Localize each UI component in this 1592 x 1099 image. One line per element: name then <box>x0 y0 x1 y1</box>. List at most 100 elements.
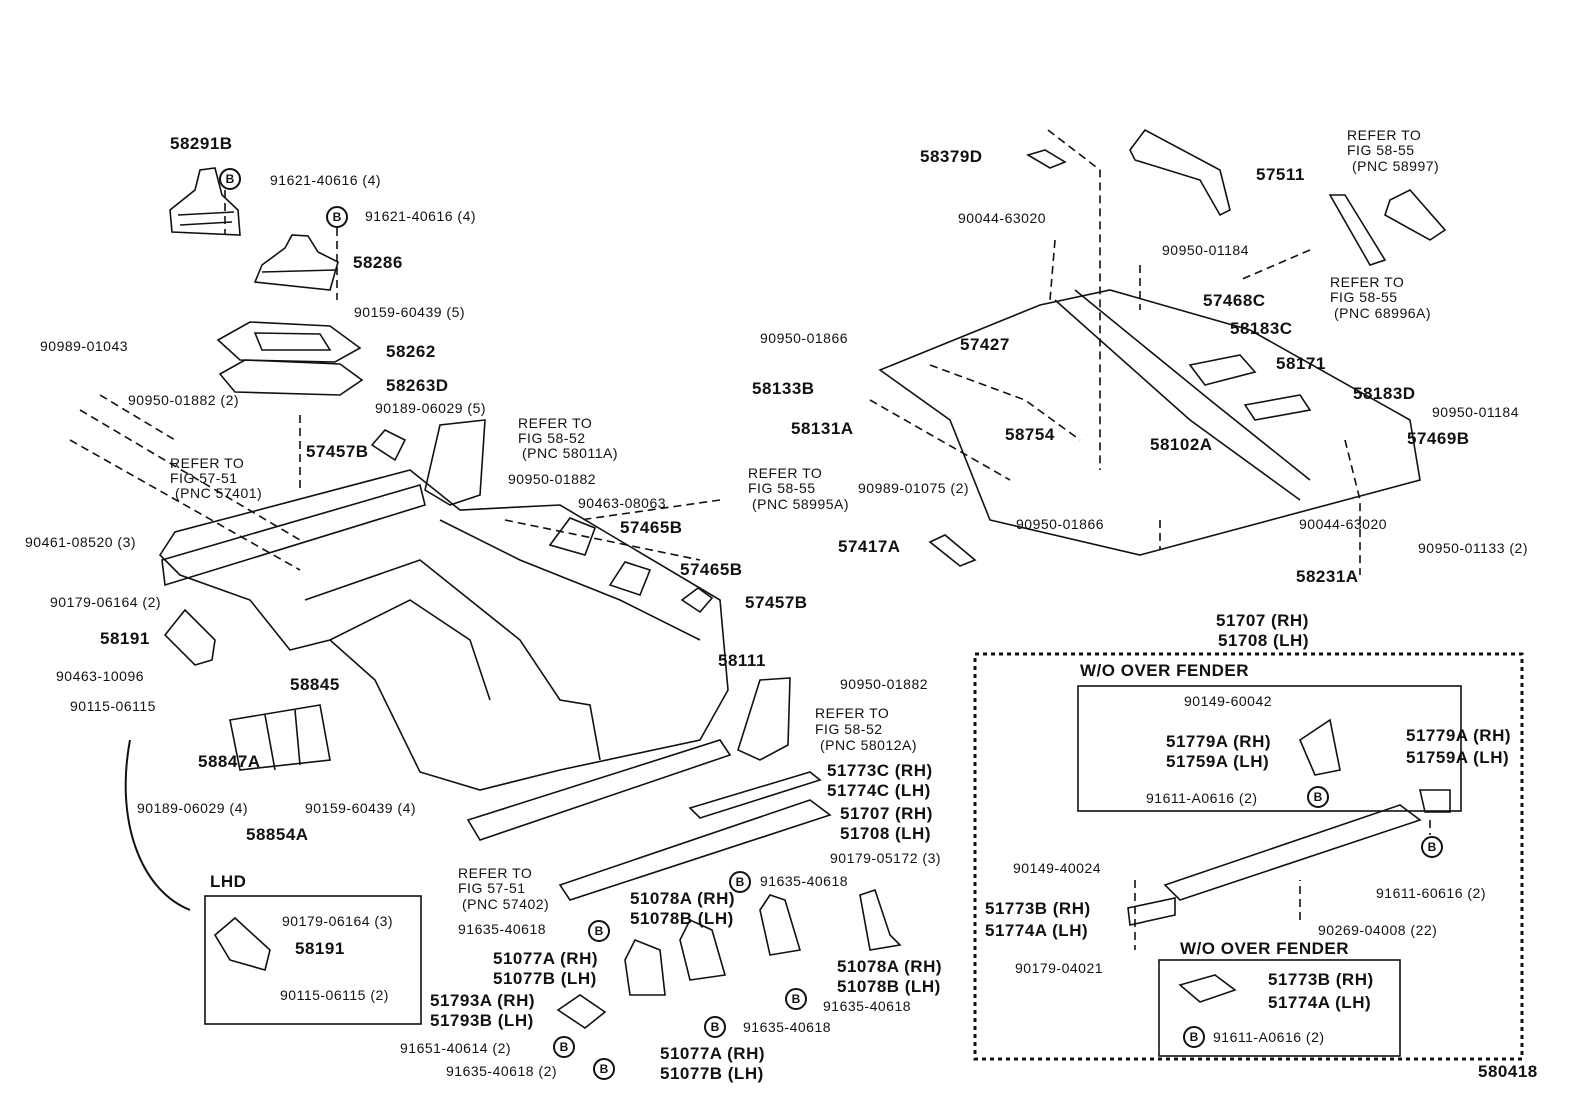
part-callout: 51759A (LH) <box>1166 752 1270 771</box>
part-callout: 51707 (RH) <box>1216 611 1309 630</box>
bolt-marker-icon: B <box>1183 1026 1205 1048</box>
part-callout: FIG 58-55 <box>1330 289 1398 305</box>
brace-58011A <box>424 419 486 506</box>
part-callout: LHD <box>210 872 247 891</box>
part-callout: 57465B <box>620 518 683 537</box>
crossmember-58171 <box>1054 289 1311 501</box>
bracket-57511 <box>1129 128 1231 217</box>
bracket-58379D <box>1026 149 1067 169</box>
brace-58012A <box>737 677 791 761</box>
part-callout: 57465B <box>680 560 743 579</box>
part-callout: FIG 57-51 <box>170 470 238 486</box>
part-callout: 58183D <box>1353 384 1416 403</box>
bracket-51077A <box>624 918 727 996</box>
floor-pan-58111 <box>158 469 729 791</box>
part-callout: 58754 <box>1005 425 1055 444</box>
part-callout: 51779A (RH) <box>1406 726 1512 745</box>
part-callout: 51793A (RH) <box>430 991 536 1010</box>
part-callout: 51078A (RH) <box>630 889 736 908</box>
lhd-bracket-58191 <box>213 916 271 971</box>
part-callout: 91611-60616 (2) <box>1376 885 1486 901</box>
part-callout: 90950-01184 <box>1432 404 1519 420</box>
side-member-left <box>161 483 426 587</box>
part-callout: 51077B (LH) <box>660 1064 764 1083</box>
lhd-box <box>204 895 422 1025</box>
part-callout: 51077A (RH) <box>493 949 599 968</box>
part-callout: 57468C <box>1203 291 1266 310</box>
part-callout: REFER TO <box>815 705 890 721</box>
bolt-marker-icon: B <box>553 1036 575 1058</box>
part-callout: 90189-06029 (5) <box>375 400 487 416</box>
part-callout: 51774A (LH) <box>1268 993 1372 1012</box>
part-callout: 91621-40616 (4) <box>365 208 477 224</box>
part-callout: 51759A (LH) <box>1406 748 1510 767</box>
part-callout: 51774C (LH) <box>827 781 931 800</box>
part-callout: 90461-08520 (3) <box>25 534 137 550</box>
part-callout: (PNC 58997) <box>1352 158 1440 174</box>
part-callout: 90179-04021 <box>1015 960 1104 976</box>
part-callout: 90159-60439 (5) <box>354 304 466 320</box>
part-callout: 90115-06115 (2) <box>280 987 389 1003</box>
part-callout: 90950-01866 <box>760 330 849 346</box>
part-callout: 58854A <box>246 825 309 844</box>
part-callout: 91611-A0616 (2) <box>1146 790 1258 806</box>
cover-58263D <box>218 359 364 396</box>
part-callout: 90950-01133 (2) <box>1418 540 1528 556</box>
part-callout: 51708 (LH) <box>840 824 931 843</box>
part-callout: 91651-40614 (2) <box>400 1040 512 1056</box>
part-callout: 91621-40616 (4) <box>270 172 382 188</box>
part-callout: 58263D <box>386 376 449 395</box>
part-callout: REFER TO <box>748 465 823 481</box>
part-callout: 51773C (RH) <box>827 761 933 780</box>
part-callout: 51077B (LH) <box>493 969 597 988</box>
pad-51773B <box>1178 974 1237 1003</box>
part-callout: 58847A <box>198 752 261 771</box>
reinforcement-58183 <box>1188 354 1312 421</box>
part-callout: 57511 <box>1256 165 1305 184</box>
part-callout: 91611-A0616 (2) <box>1213 1029 1325 1045</box>
part-callout: 90950-01866 <box>1016 516 1105 532</box>
bracket-57457B <box>370 429 714 614</box>
part-callout: 51773B (RH) <box>985 899 1091 918</box>
bolt-marker-icon: B <box>704 1016 726 1038</box>
bolt-marker-icon: B <box>1421 836 1443 858</box>
bracket-57465B <box>548 517 652 596</box>
part-callout: (PNC 58011A) <box>522 445 619 461</box>
part-callout: 90463-10096 <box>56 668 145 684</box>
part-callout: 58191 <box>295 939 345 958</box>
part-callout: 58262 <box>386 342 436 361</box>
part-callout: 57457B <box>306 442 369 461</box>
part-callout: W/O OVER FENDER <box>1180 939 1350 958</box>
part-callout: 90463-08063 <box>578 495 667 511</box>
part-callout: 58171 <box>1276 354 1326 373</box>
diagram-id: 580418 <box>1478 1062 1538 1081</box>
part-callout: 51078A (RH) <box>837 957 943 976</box>
part-callout: 58131A <box>791 419 854 438</box>
part-callout: 58111 <box>718 651 766 670</box>
part-callout: 58291B <box>170 134 233 153</box>
part-callout: 91635-40618 <box>458 921 547 937</box>
part-callout: W/O OVER FENDER <box>1080 661 1250 680</box>
brace-58997 <box>1328 189 1447 266</box>
bracket-51793A <box>556 994 607 1029</box>
part-callout: 91635-40618 <box>823 998 912 1014</box>
part-callout: 58191 <box>100 629 150 648</box>
part-callout: (PNC 68996A) <box>1334 305 1432 321</box>
arrow-curved <box>124 739 191 911</box>
part-callout: 91635-40618 <box>760 873 849 889</box>
part-callout: 51707 (RH) <box>840 804 933 823</box>
part-callout: FIG 58-52 <box>815 721 883 737</box>
part-callout: 57469B <box>1407 429 1470 448</box>
part-callout: 58133B <box>752 379 815 398</box>
cover-58262 <box>216 321 362 363</box>
shift-boot-58286 <box>253 234 339 291</box>
part-callout: 51708 (LH) <box>1218 631 1309 650</box>
part-callout: 51077A (RH) <box>660 1044 766 1063</box>
part-callout: 90179-06164 (3) <box>282 913 394 929</box>
part-callout: 58102A <box>1150 435 1213 454</box>
bolt-marker-icon: B <box>593 1058 615 1080</box>
part-callout: REFER TO <box>518 415 593 431</box>
part-callout: (PNC 57402) <box>462 896 550 912</box>
part-callout: 58183C <box>1230 319 1293 338</box>
